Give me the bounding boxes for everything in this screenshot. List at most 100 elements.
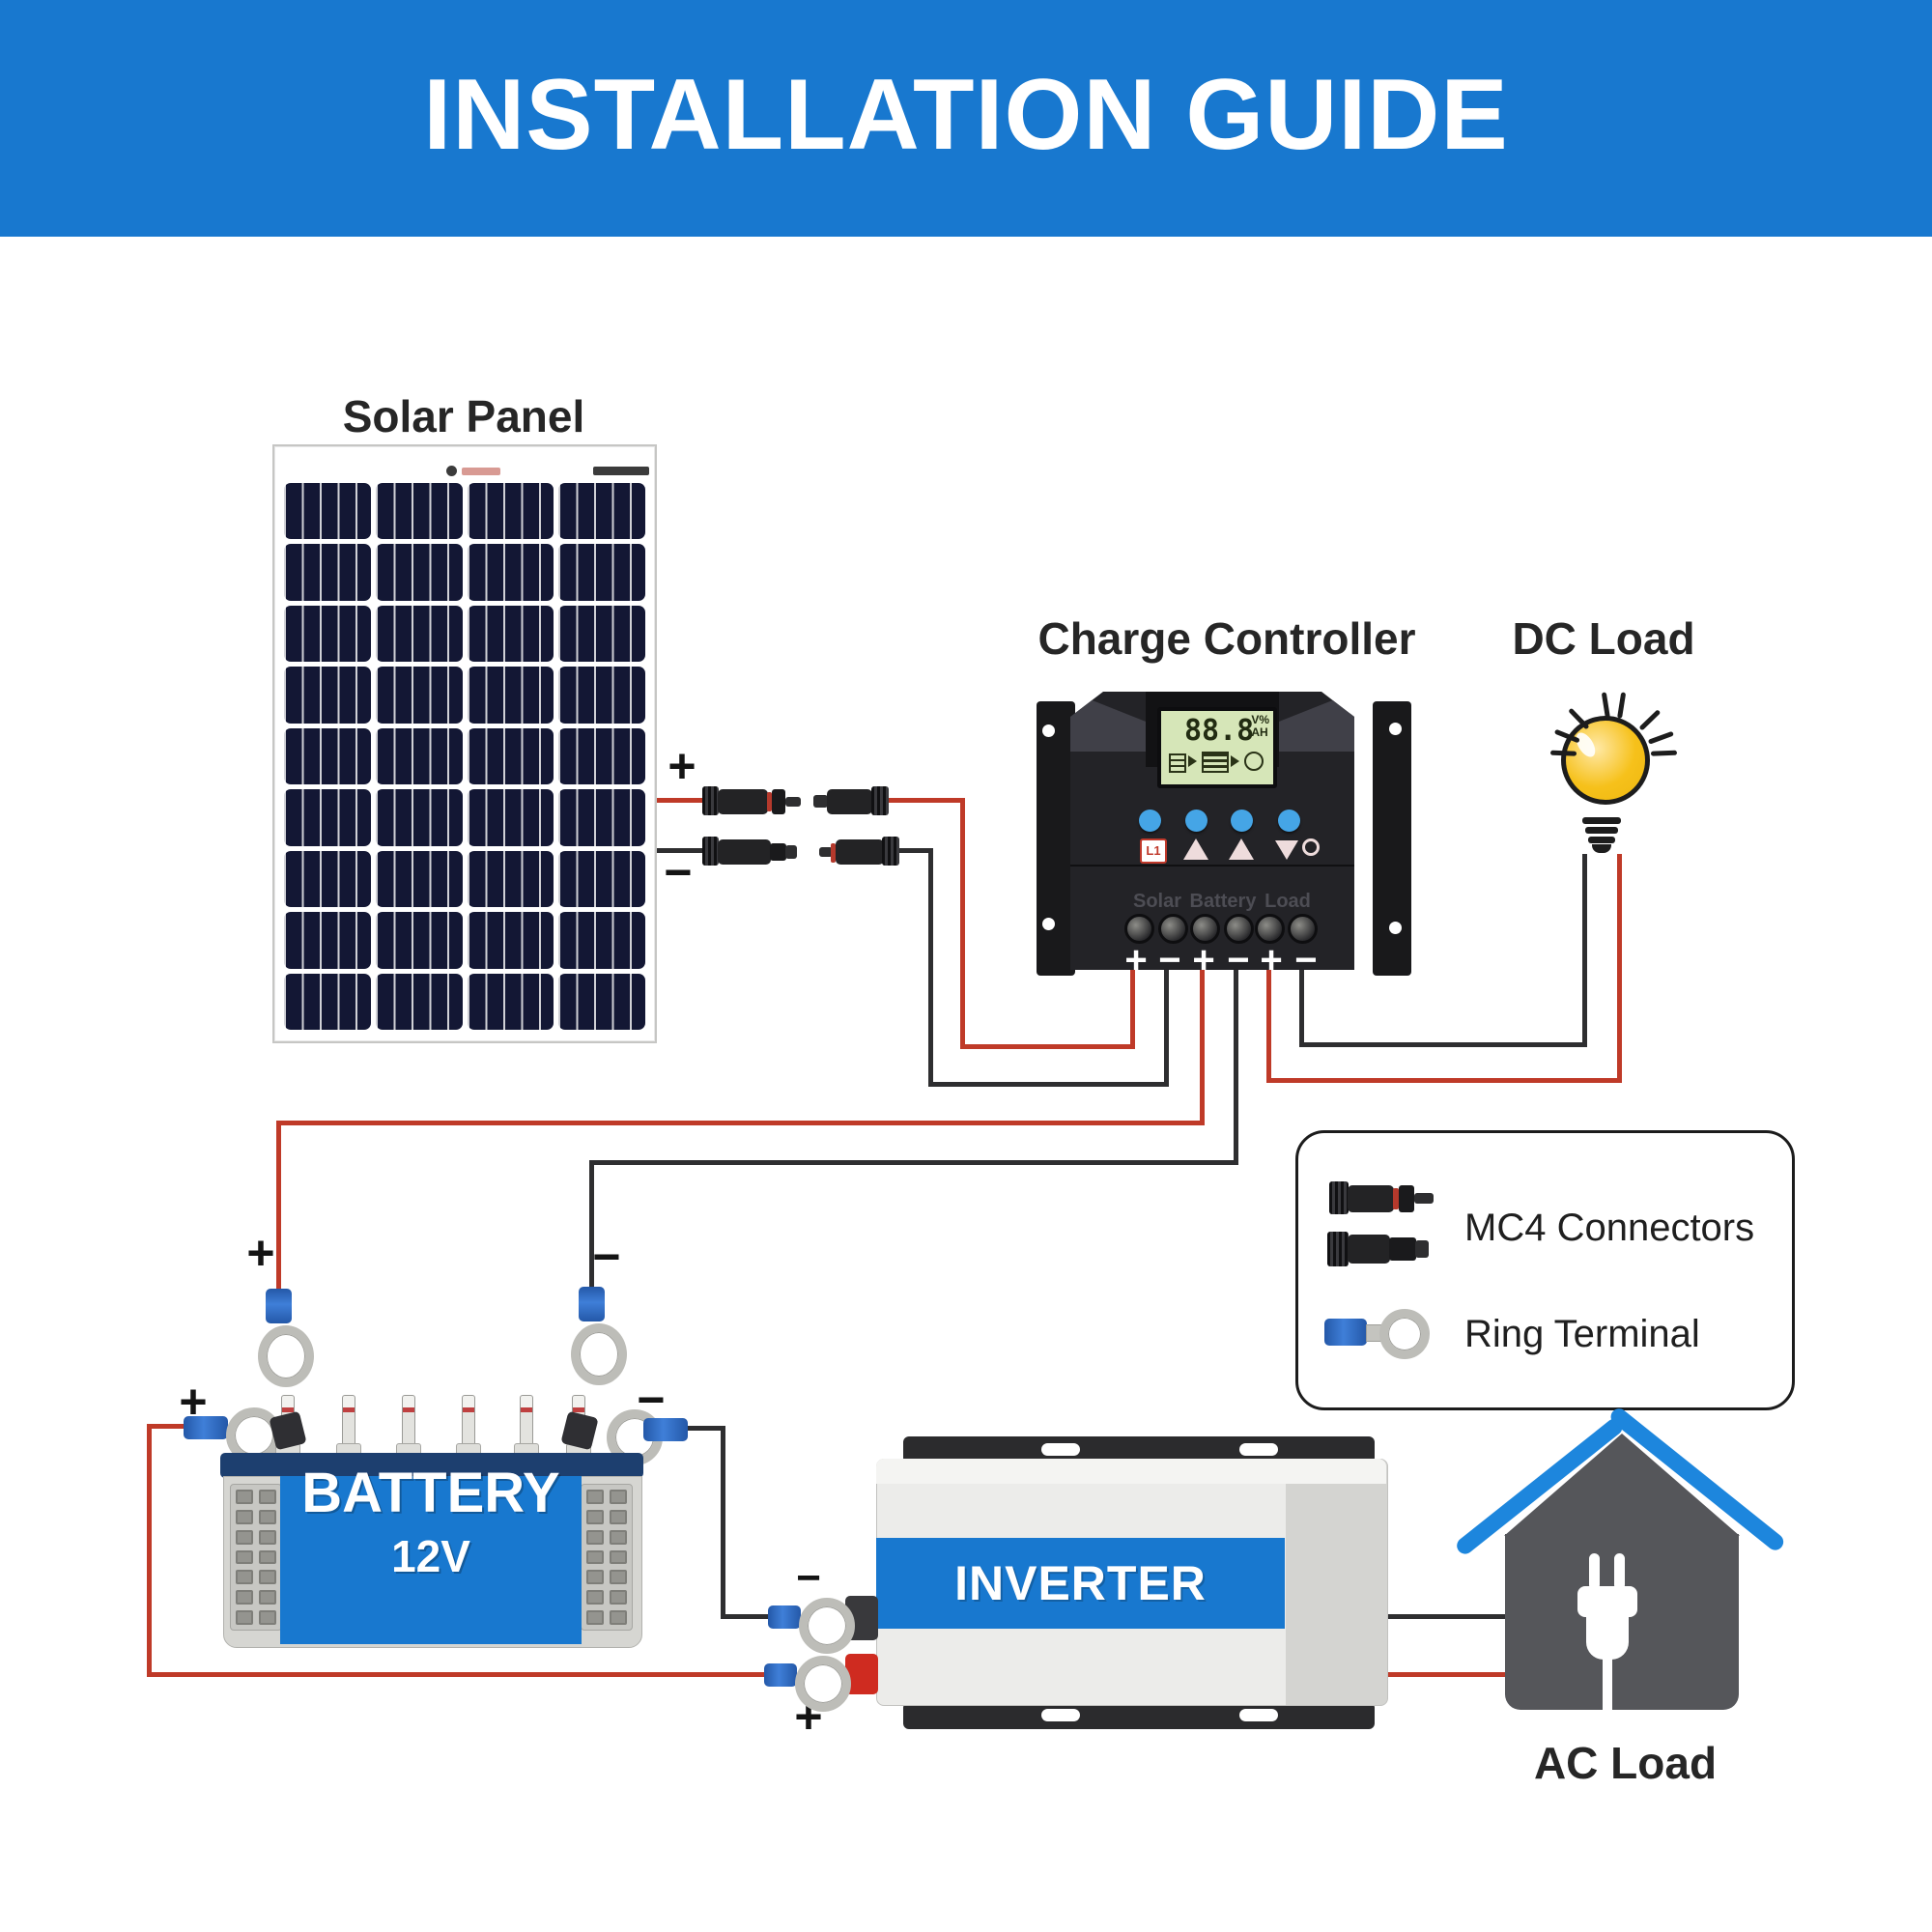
wire-inverter-to-house-neutral xyxy=(1384,1614,1510,1619)
controller-button[interactable] xyxy=(1139,810,1161,832)
load-bulb-icon xyxy=(1302,838,1320,856)
wire-battery-plus xyxy=(276,1121,1205,1125)
port-label-battery: Battery xyxy=(1189,891,1257,912)
lcd-battery-icon xyxy=(1202,752,1229,773)
battery-name: BATTERY xyxy=(301,1462,560,1524)
terminal-screw xyxy=(1158,914,1188,944)
warning-icon xyxy=(1229,838,1254,860)
bulb-ray xyxy=(1647,730,1674,745)
terminal-screw xyxy=(1288,914,1318,944)
wire-load-minus xyxy=(1582,854,1587,1047)
wire-battery-minus xyxy=(591,1160,1238,1165)
ac-load-label: AC Load xyxy=(1533,1738,1718,1788)
legend-box: MC4 Connectors Ring Terminal xyxy=(1295,1130,1795,1410)
inverter-minus-mark: − xyxy=(796,1554,821,1602)
inverter-band xyxy=(876,1538,1285,1629)
wire-battery-minus xyxy=(1234,969,1238,1165)
charge-controller-body: 88.8 V% AH L1 xyxy=(1070,692,1354,970)
bulb-ray xyxy=(1617,692,1627,719)
mode-l1-icon: L1 xyxy=(1140,838,1167,864)
lcd-unit-amp-hour: AH xyxy=(1251,725,1268,740)
port-label-load: Load xyxy=(1264,891,1311,912)
wire-load-minus xyxy=(1299,1042,1586,1047)
lcd-bulb-icon xyxy=(1244,752,1264,771)
solar-cell-grid xyxy=(284,483,645,1030)
battery-clamp xyxy=(269,1410,307,1451)
title-banner xyxy=(0,0,1932,237)
wire-battery-plus xyxy=(276,1121,281,1291)
terminal-mark: + xyxy=(1124,939,1148,981)
load-indicator-icon xyxy=(1275,840,1298,860)
wire-solar-plus xyxy=(1130,969,1135,1048)
battery-wire-minus-mark: − xyxy=(592,1230,621,1284)
wire-load-minus xyxy=(1299,969,1304,1046)
bulb-ray xyxy=(1650,750,1678,756)
terminal-mark: − xyxy=(1158,939,1181,981)
inverter-label: INVERTER xyxy=(954,1556,1207,1610)
wire-solar-minus xyxy=(898,848,933,853)
wire-inverter-to-house-live xyxy=(1384,1672,1510,1677)
lcd-value: 88.8 xyxy=(1184,714,1255,748)
legend-mc4-label: MC4 Connectors xyxy=(1464,1207,1755,1249)
panel-brand-mark xyxy=(593,467,649,475)
wire-battery-to-inverter-minus xyxy=(721,1614,774,1619)
port-label-solar: Solar xyxy=(1132,891,1182,912)
terminal-mark: + xyxy=(1260,939,1283,981)
wire-battery-to-inverter-plus xyxy=(147,1672,768,1677)
battery-vent xyxy=(581,1484,633,1631)
wire-solar-minus xyxy=(928,1082,1169,1087)
battery-vent xyxy=(230,1484,282,1631)
wire-solar-minus xyxy=(657,848,703,853)
section-divider xyxy=(1070,865,1354,867)
battery-voltage: 12V xyxy=(391,1531,470,1581)
wire-battery-minus xyxy=(589,1160,594,1289)
bulb-ray xyxy=(1601,692,1610,719)
solar-plus-mark: + xyxy=(668,739,696,793)
controller-button[interactable] xyxy=(1231,810,1253,832)
wire-solar-plus xyxy=(960,798,965,1049)
controller-button[interactable] xyxy=(1185,810,1208,832)
wire-battery-to-inverter-minus xyxy=(721,1426,725,1619)
lcd-arrow-icon xyxy=(1188,755,1197,767)
wire-solar-plus xyxy=(960,1044,1135,1049)
terminal-screw xyxy=(1224,914,1254,944)
inverter-bracket xyxy=(903,1702,1375,1729)
charge-controller-label: Charge Controller xyxy=(1037,613,1416,664)
inverter-top-face xyxy=(876,1459,1386,1484)
battery-front-panel xyxy=(280,1476,582,1644)
wire-battery-to-inverter-plus xyxy=(147,1424,187,1429)
lcd-arrow-icon xyxy=(1231,755,1239,767)
terminal-mark: − xyxy=(1294,939,1318,981)
lcd-solar-icon xyxy=(1169,753,1186,773)
wire-load-plus xyxy=(1266,1078,1622,1083)
battery-clamp xyxy=(560,1410,599,1451)
wire-load-plus xyxy=(1266,969,1271,1083)
panel-brand-mark xyxy=(462,468,500,475)
legend-ring-label: Ring Terminal xyxy=(1464,1313,1700,1355)
warning-icon xyxy=(1183,838,1208,860)
battery-top-cover xyxy=(220,1453,643,1478)
solar-minus-mark: − xyxy=(664,845,693,899)
wire-battery-to-inverter-minus xyxy=(685,1426,725,1431)
panel-brand-mark xyxy=(446,466,457,476)
page-title: INSTALLATION GUIDE xyxy=(423,59,1509,171)
solar-panel xyxy=(272,444,657,1043)
wire-solar-plus xyxy=(657,798,703,803)
wire-solar-minus xyxy=(1164,969,1169,1086)
wire-load-plus xyxy=(1617,854,1622,1083)
lcd-unit-volt-percent: V% xyxy=(1251,713,1269,726)
wire-solar-minus xyxy=(928,848,933,1087)
terminal-screw xyxy=(1124,914,1154,944)
solar-panel-label: Solar Panel xyxy=(342,391,585,441)
controller-button[interactable] xyxy=(1278,810,1300,832)
battery-wire-plus-mark: + xyxy=(246,1226,275,1280)
dc-load-label: DC Load xyxy=(1512,613,1695,664)
wire-battery-plus xyxy=(1200,969,1205,1125)
bulb-ray xyxy=(1638,709,1662,731)
wire-battery-to-inverter-plus xyxy=(147,1424,152,1677)
wire-solar-plus xyxy=(887,798,965,803)
bulb-ray xyxy=(1549,750,1577,756)
terminal-screw xyxy=(1190,914,1220,944)
terminal-screw xyxy=(1255,914,1285,944)
